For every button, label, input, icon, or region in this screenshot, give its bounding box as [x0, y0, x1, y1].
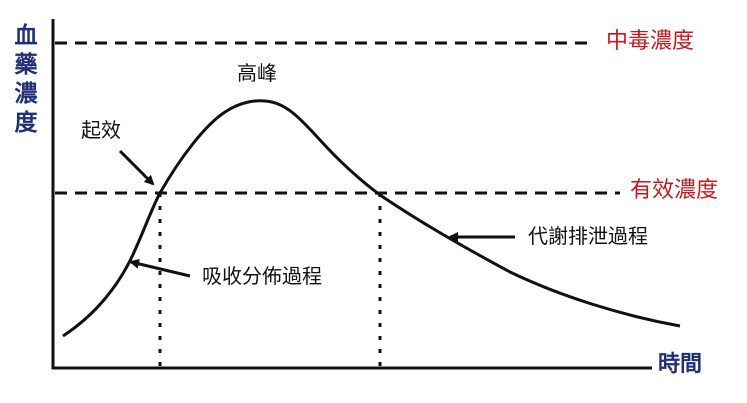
y-axis-label-char: 濃: [14, 81, 38, 107]
absorption-label: 吸收分佈過程: [202, 264, 322, 288]
y-axis-label-char: 藥: [14, 52, 38, 78]
onset-arrow: [118, 149, 155, 186]
elimination-label: 代謝排泄過程: [528, 224, 648, 248]
onset-label: 起效: [81, 118, 121, 142]
toxic-threshold-label: 中毒濃度: [606, 29, 695, 54]
y-axis-label: 血 藥 濃 度: [12, 22, 40, 138]
y-axis-label-char: 血: [14, 23, 38, 49]
concentration-curve: [62, 99, 681, 338]
y-axis-label-char: 度: [14, 110, 38, 136]
x-axis-label: 時間: [658, 352, 703, 377]
absorption-arrow: [129, 258, 191, 278]
peak-label: 高峰: [237, 61, 277, 85]
effective-threshold-label: 有效濃度: [630, 178, 719, 203]
